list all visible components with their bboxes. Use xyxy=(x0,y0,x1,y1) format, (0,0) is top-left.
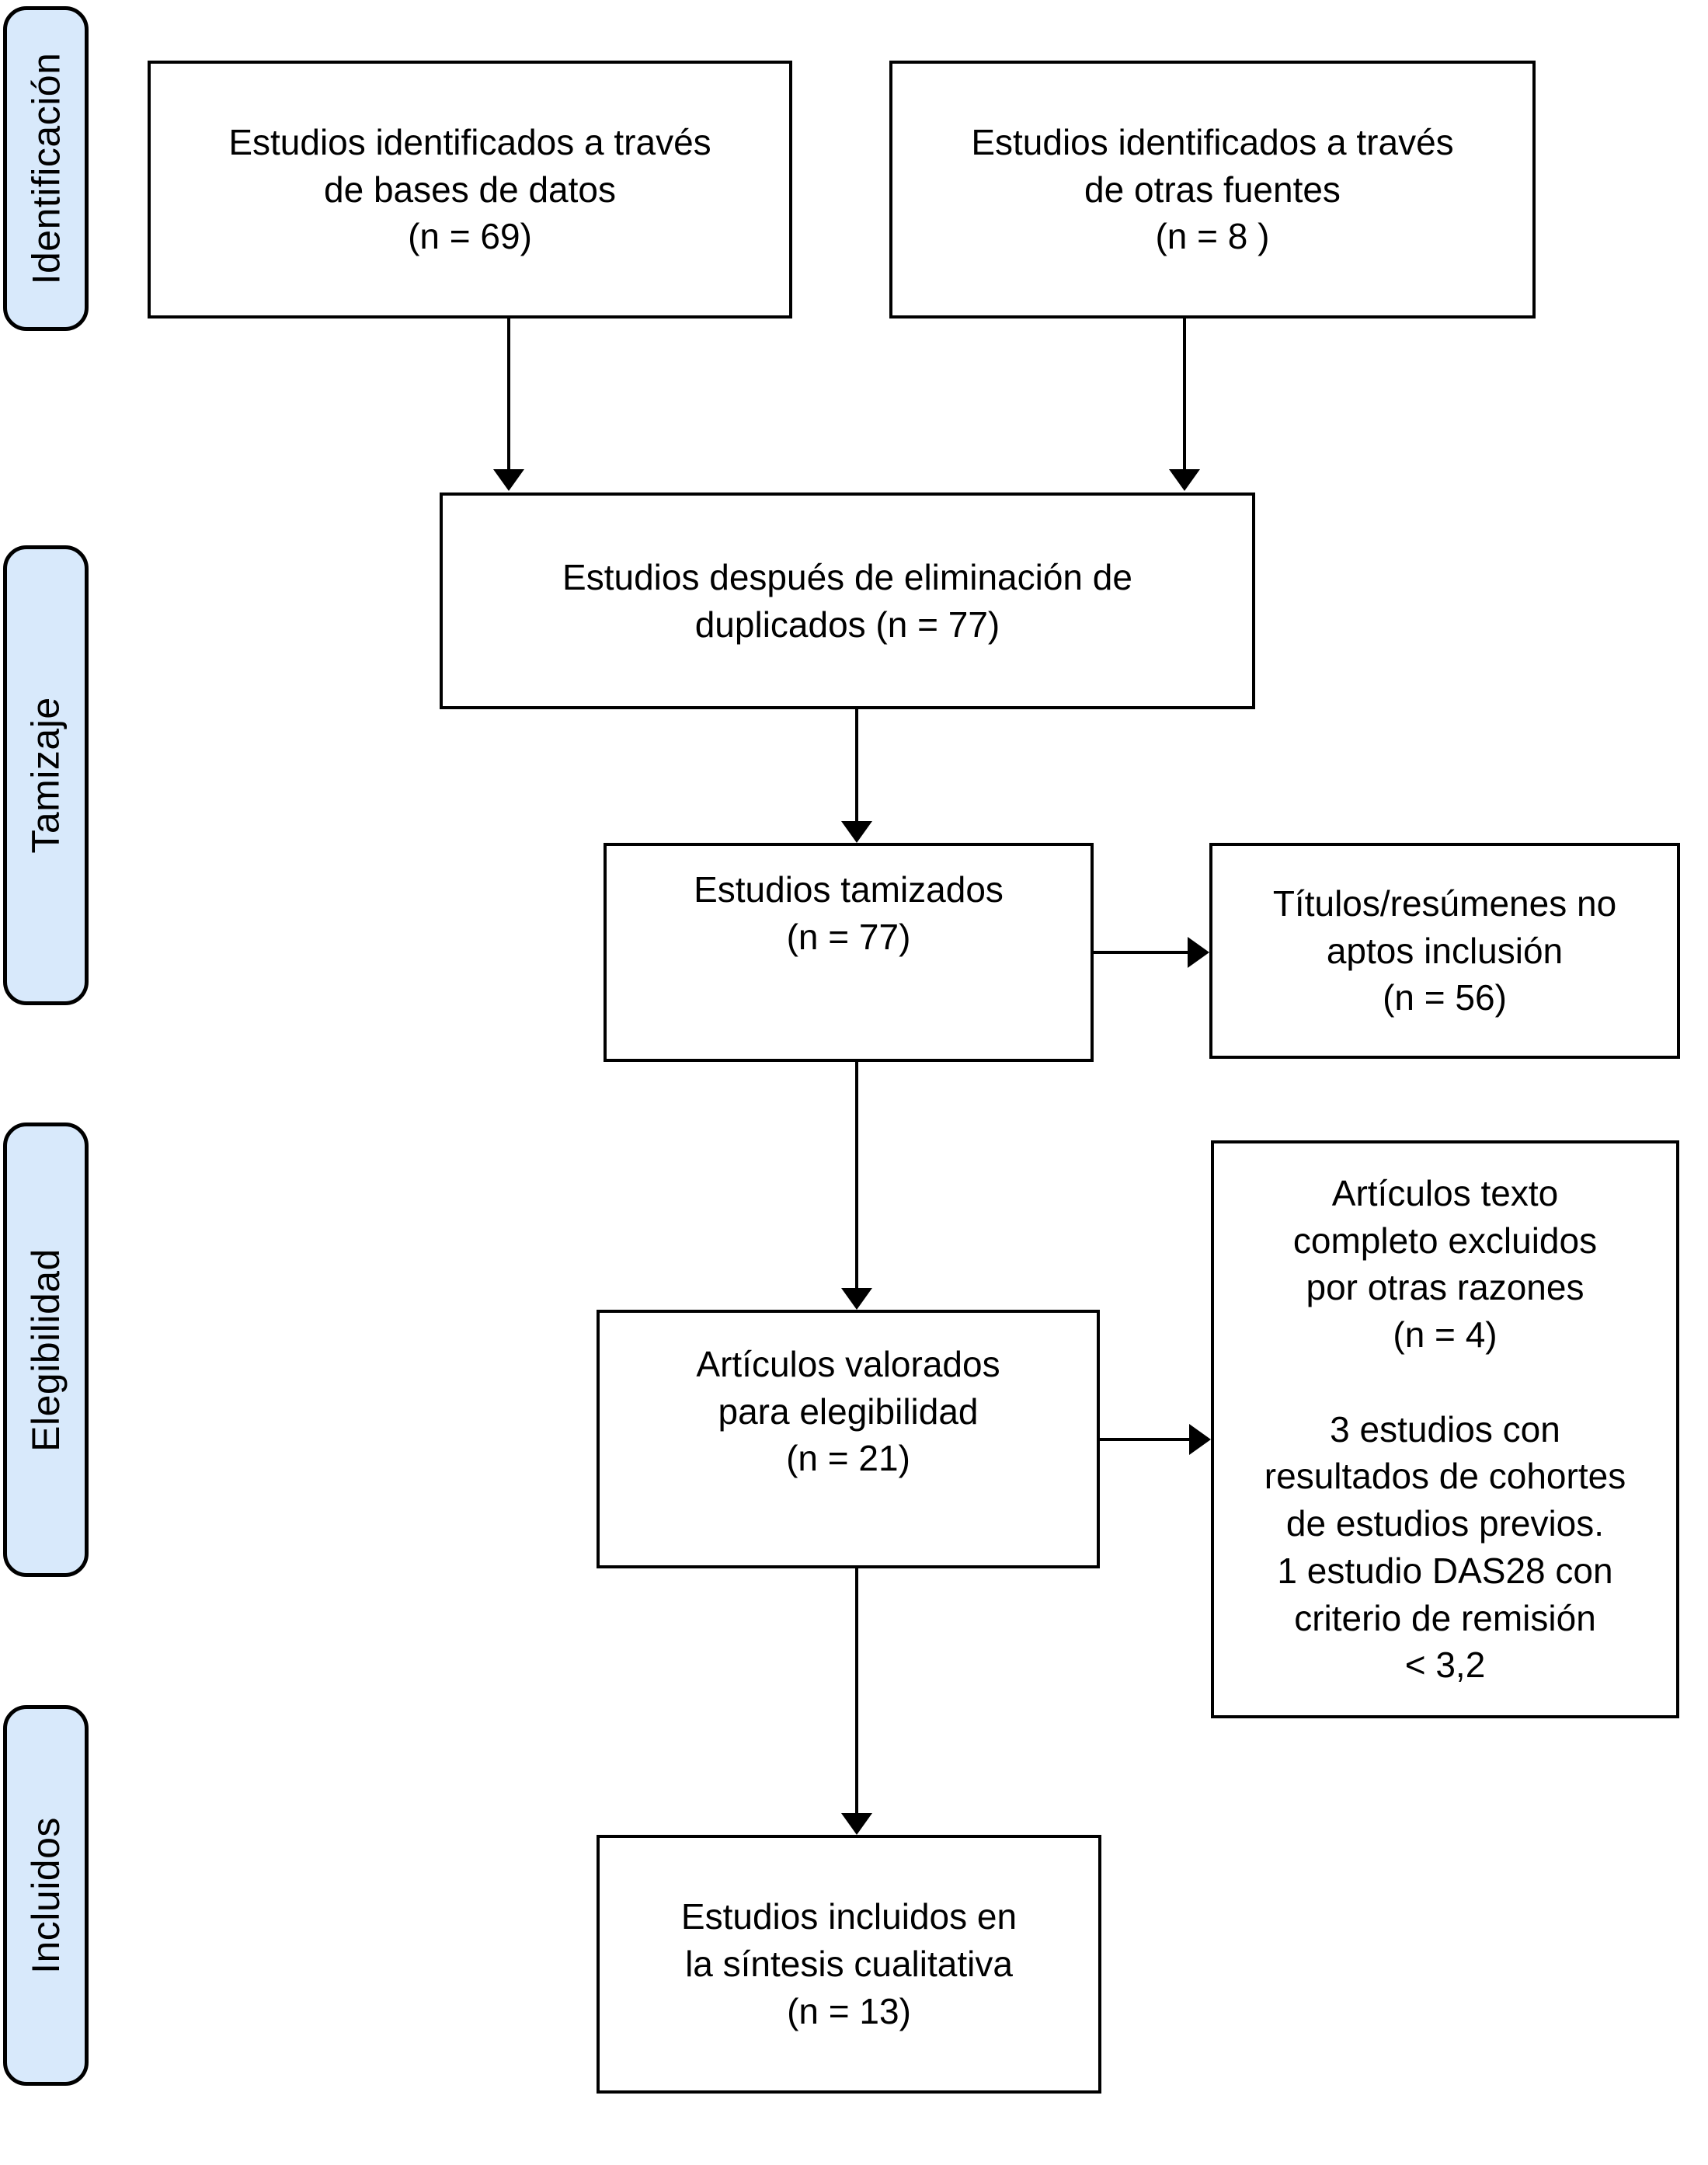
stage-included: Incluidos xyxy=(3,1705,89,2086)
box-excluded-fulltext: Artículos texto completo excluidos por o… xyxy=(1211,1140,1679,1718)
stage-label-identification: Identificación xyxy=(24,52,68,285)
stage-screening: Tamizaje xyxy=(3,545,89,1005)
stage-label-included: Incluidos xyxy=(24,1817,68,1974)
arrow-assessed-to-excluded-line xyxy=(1100,1438,1190,1441)
arrow-dedup-to-screened-line xyxy=(855,709,858,823)
stage-label-screening: Tamizaje xyxy=(24,697,68,854)
box-included-synthesis-text: Estudios incluidos en la síntesis cualit… xyxy=(680,1896,1017,2031)
box-excluded-fulltext-text: Artículos texto completo excluidos por o… xyxy=(1264,1173,1626,1686)
box-identified-databases-text: Estudios identificados a través de bases… xyxy=(228,121,711,257)
arrow-screened-to-assessed-line xyxy=(855,1062,858,1290)
arrow-assessed-to-excluded-head xyxy=(1189,1424,1211,1455)
stage-identification: Identificación xyxy=(3,6,89,331)
box-screened: Estudios tamizados (n = 77) xyxy=(604,843,1094,1062)
box-included-synthesis: Estudios incluidos en la síntesis cualit… xyxy=(597,1835,1101,2094)
stage-eligibility: Elegibilidad xyxy=(3,1123,89,1577)
stage-label-eligibility: Elegibilidad xyxy=(24,1248,68,1452)
box-excluded-titles-text: Títulos/resúmenes no aptos inclusión (n … xyxy=(1272,882,1617,1018)
arrow-dedup-to-screened-head xyxy=(841,821,872,843)
arrow-screened-to-excluded-line xyxy=(1094,951,1189,954)
box-after-duplicates-text: Estudios después de eliminación de dupli… xyxy=(562,556,1132,645)
box-assessed-eligibility-text: Artículos valorados para elegibilidad (n… xyxy=(696,1344,1000,1479)
arrow-screened-to-excluded-head xyxy=(1188,937,1209,968)
arrow-assessed-to-included-line xyxy=(855,1568,858,1815)
box-assessed-eligibility: Artículos valorados para elegibilidad (n… xyxy=(597,1310,1100,1568)
arrow-screened-to-assessed-head xyxy=(841,1288,872,1310)
box-identified-other-sources-text: Estudios identificados a través de otras… xyxy=(971,121,1454,257)
box-excluded-titles: Títulos/resúmenes no aptos inclusión (n … xyxy=(1209,843,1680,1059)
arrow-db-to-dedup-line xyxy=(507,318,510,471)
box-after-duplicates: Estudios después de eliminación de dupli… xyxy=(440,493,1255,709)
arrow-other-to-dedup-line xyxy=(1183,318,1186,471)
arrow-assessed-to-included-head xyxy=(841,1813,872,1835)
arrow-db-to-dedup-head xyxy=(493,469,524,491)
box-screened-text: Estudios tamizados (n = 77) xyxy=(694,869,1004,957)
box-identified-other-sources: Estudios identificados a través de otras… xyxy=(889,61,1536,318)
arrow-other-to-dedup-head xyxy=(1169,469,1200,491)
box-identified-databases: Estudios identificados a través de bases… xyxy=(148,61,792,318)
